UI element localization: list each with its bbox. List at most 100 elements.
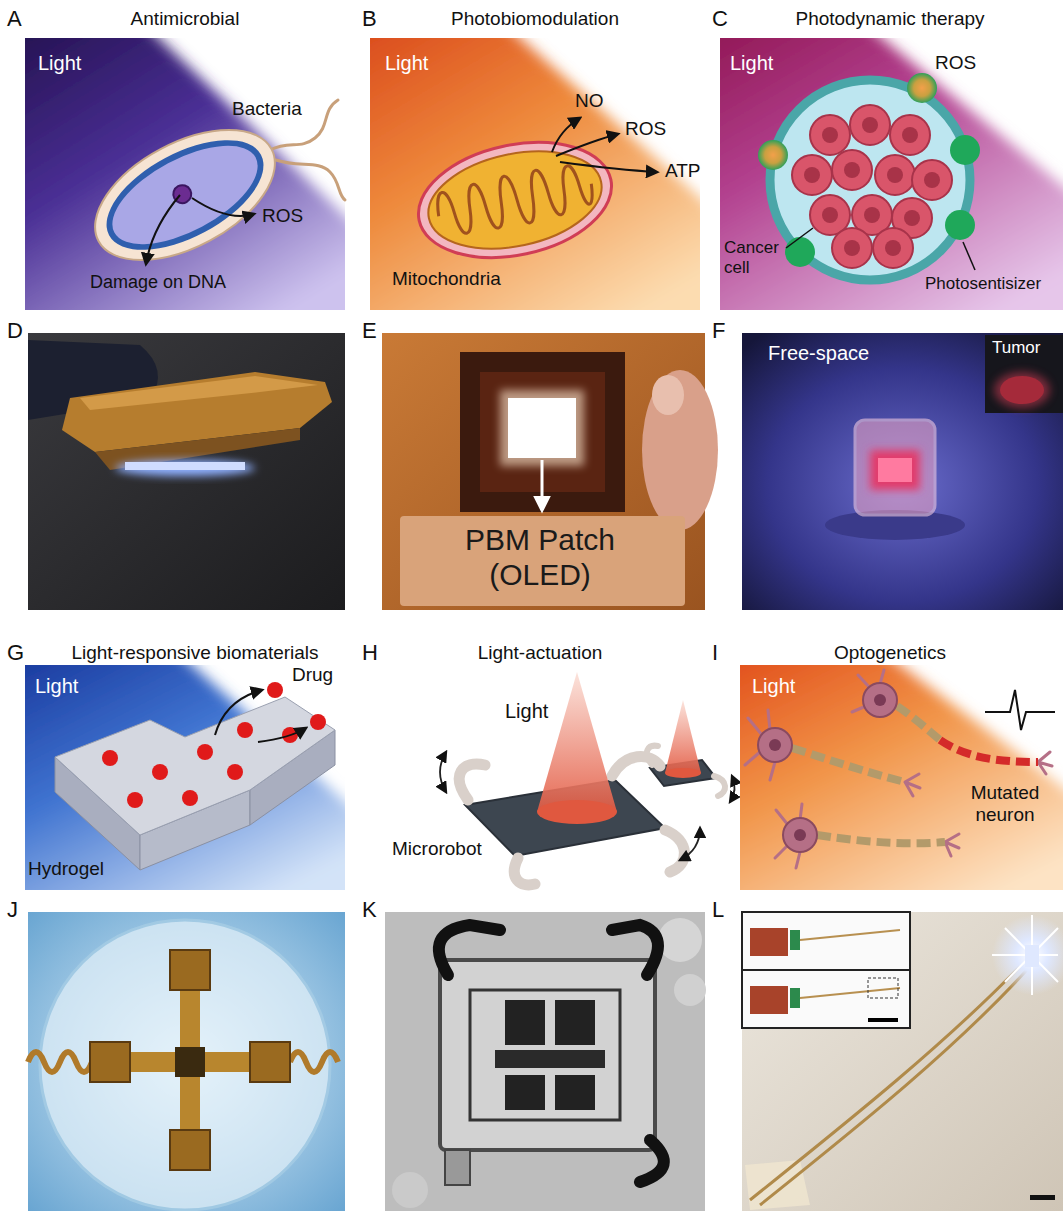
photo-device-d [115,460,255,476]
light-label: Light [385,52,428,75]
photo-device-j [170,950,210,990]
photo-device-j [28,912,345,1211]
drug-particle [237,722,253,738]
panel-letter: J [7,897,18,922]
cancer-cell [792,155,832,195]
light-cone [537,800,617,824]
photo-pbm-patch [508,398,576,458]
panel-title: Photobiomodulation [451,8,619,30]
molecule-label: Drug [292,664,333,686]
cancer-cell [875,155,915,195]
dendrite [945,834,959,856]
cancer-cell [890,115,930,155]
photo-probe [790,988,800,1008]
photo-free-space [742,333,1063,610]
panel-letter: C [712,6,728,31]
photo-probe [745,1160,810,1210]
light-beam [740,665,1063,890]
photo-microrobot [385,912,705,1211]
ros-particle [758,73,937,170]
dendrite [745,670,1052,868]
arrow [556,134,618,156]
figure-panel: J [0,893,360,1211]
structure-label: Cancer cell [724,238,786,277]
photo-pbm-patch [642,370,718,530]
photosensitizer [785,135,980,267]
molecule-label: ROS [625,118,666,140]
photo-probe [742,912,910,970]
neuron-nucleus [769,739,781,751]
drug-particle [310,714,326,730]
photo-probe [992,915,1058,995]
structure-label: Photosentisizer [925,274,1041,294]
photosensitizer [950,135,980,165]
photo-probe [800,988,900,998]
photo-device-d [80,376,318,410]
arrow [146,195,180,264]
axon [940,740,1038,762]
inset-caption: Tumor [992,338,1041,358]
light-label: Light [730,52,773,75]
photo-microrobot [674,974,706,1006]
leader-line [786,228,813,248]
panel-letter: F [712,318,725,343]
pointer-arrow [541,460,544,510]
photo-device-j [290,1052,338,1072]
drug-particle [197,744,213,760]
figure-panel: B Photobiomodulation [360,0,710,312]
light-cone [537,672,617,812]
arrow [560,162,657,172]
cell-nucleus [804,117,940,256]
axon [897,706,940,740]
panel-letter: I [712,640,718,665]
photo-free-space [878,458,912,482]
photo-caption: Free-space [768,342,869,365]
light-beam [720,38,1063,310]
structure-label: Mutated neuron [955,782,1055,826]
panel-letter: A [7,6,22,31]
structure-label: Bacteria [232,98,302,120]
photo-probe [1025,945,1039,967]
drug-particle [227,764,243,780]
mitochondrion [408,126,623,274]
light-beam [720,38,1063,310]
photo-microrobot [470,990,620,1120]
photo-probe [868,1018,898,1022]
light-label: Light [35,675,78,698]
axon [792,748,905,782]
photo-probe [800,930,900,940]
cancer-cell [912,160,952,200]
figure-panel: K [360,893,710,1211]
photo-probe [760,962,1034,1205]
panel-title: Light-responsive biomaterials [71,642,318,664]
cell-nucleus [887,167,903,183]
molecule-label: ROS [935,52,976,74]
photo-microrobot [385,912,706,1211]
photo-probe [750,986,788,1014]
hydrogel [55,697,335,870]
mitochondrion [433,159,596,241]
panel-letter: D [7,318,23,343]
neuron-nucleus [794,829,806,841]
photo-device-d [28,333,345,610]
light-beam [25,38,345,310]
panel-title: Photodynamic therapy [795,8,984,30]
photo-microrobot [505,1000,545,1045]
cell-nucleus [804,167,820,183]
mitochondrion [408,126,623,274]
photo-device-d [125,462,245,470]
photo-device-j [90,1042,130,1082]
photo-device-j [175,1047,205,1077]
photosensitizer [945,210,975,240]
panel-letter: E [362,318,377,343]
cancer-cell [832,228,872,268]
cell-nucleus [822,127,838,143]
photo-pbm-patch [382,333,718,610]
panel-letter: B [362,6,377,31]
photo-probe [750,928,788,956]
ros-particle [758,140,788,170]
cancer-cell [810,115,850,155]
neuron-soma [758,683,897,852]
drug-particle [102,682,326,808]
figure-panel: C Photodynamic therapy [710,0,1063,312]
